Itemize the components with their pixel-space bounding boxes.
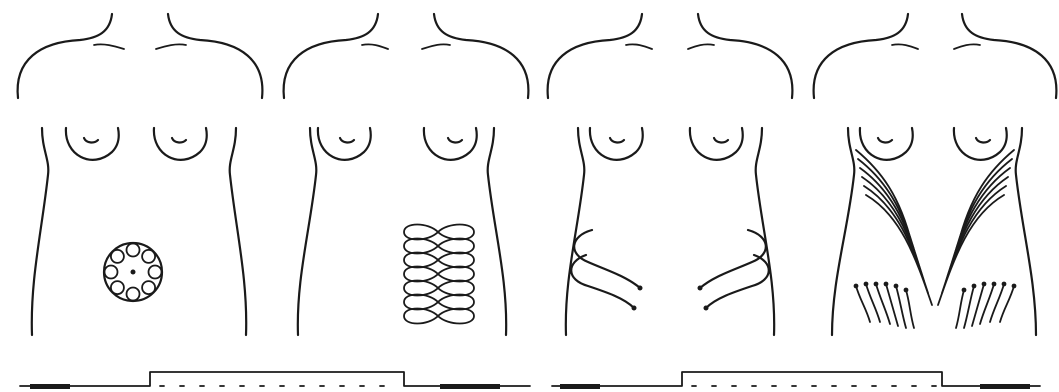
- figure-eight-loop: [404, 225, 474, 240]
- arrow-head: [894, 284, 899, 289]
- arrow-head: [982, 282, 987, 287]
- arrow-line-right: [956, 290, 964, 328]
- shoulders: [548, 14, 793, 98]
- petal-loop: [111, 281, 124, 294]
- arrow-head: [1012, 284, 1017, 289]
- panel-4: [814, 14, 1057, 335]
- chest: [590, 128, 743, 160]
- chest: [66, 128, 207, 160]
- torso-outline: [32, 128, 246, 335]
- looped-stroke-pattern: [404, 225, 474, 324]
- figure-eight-loop: [404, 267, 474, 282]
- petal-loop: [111, 250, 124, 263]
- petal-loop: [127, 244, 140, 257]
- collarbones: [892, 44, 980, 49]
- figure-eight-loop: [404, 281, 474, 296]
- collarbones: [626, 44, 714, 49]
- petal-loop: [105, 266, 118, 279]
- chest: [318, 128, 477, 160]
- arrow-head: [864, 282, 869, 287]
- collarbones: [362, 44, 450, 49]
- arrow-head: [972, 284, 977, 289]
- circular-massage-pattern: [104, 243, 162, 301]
- figure-eight-loop: [404, 239, 474, 254]
- petal-loop: [142, 281, 155, 294]
- petal-loop: [127, 288, 140, 301]
- arrow-head: [904, 288, 909, 293]
- figure-eight-loop: [404, 295, 474, 310]
- arrow-line-left: [906, 290, 914, 328]
- panel-1: [18, 14, 263, 335]
- torso-outline: [566, 128, 774, 335]
- arrow-head: [962, 288, 967, 293]
- arrow-head: [854, 284, 859, 289]
- figure-eight-loop: [404, 309, 474, 324]
- figure-eight-loop: [404, 253, 474, 268]
- petal-loop: [149, 266, 162, 279]
- panel-3: [548, 14, 793, 335]
- bottom-bracket: [20, 372, 1040, 389]
- shoulders: [814, 14, 1057, 98]
- panel-2: [284, 14, 529, 335]
- chest: [860, 128, 1007, 160]
- petal-loop: [142, 250, 155, 263]
- diagonal-line-pattern: [856, 150, 1014, 305]
- collarbones: [94, 44, 186, 49]
- shoulders: [18, 14, 263, 98]
- arrow-fan-pattern: [854, 282, 1017, 328]
- shoulders: [284, 14, 529, 98]
- arrow-head: [992, 282, 997, 287]
- arrow-head: [1002, 282, 1007, 287]
- torso-outline: [298, 128, 506, 335]
- wrap-stroke-pattern: [571, 230, 769, 311]
- arrow-head: [884, 282, 889, 287]
- arrow-head: [874, 282, 879, 287]
- diagonal-line-left: [864, 186, 928, 293]
- diagonal-line-right: [942, 186, 1006, 293]
